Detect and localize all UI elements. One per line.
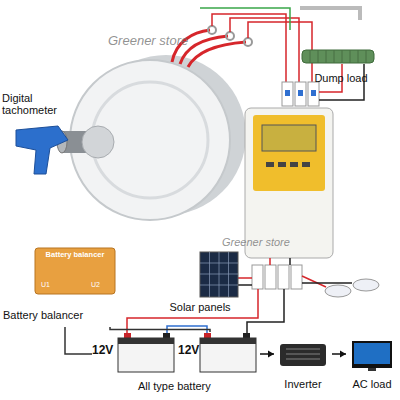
tv-stand xyxy=(368,368,376,371)
component-box: AC load xyxy=(346,338,398,396)
bulb xyxy=(353,279,379,291)
balancer-device xyxy=(35,248,115,294)
controller-button xyxy=(278,162,286,167)
battery-terminal xyxy=(243,333,250,338)
series-wire xyxy=(167,326,207,333)
inverter-device xyxy=(280,344,326,366)
wire xyxy=(289,258,291,265)
arrow-head xyxy=(340,350,346,357)
wire-connector xyxy=(110,327,210,332)
wire xyxy=(302,282,352,284)
wire xyxy=(238,284,252,286)
tachometer-gun xyxy=(16,126,68,174)
battery-terminal xyxy=(124,333,131,338)
breaker-switch xyxy=(285,90,290,96)
component-label: AC load xyxy=(346,378,398,390)
phase-wire xyxy=(188,42,246,67)
controller-button xyxy=(302,162,310,167)
breaker xyxy=(295,82,306,106)
component-label: U1 xyxy=(41,281,61,289)
battery-terminal xyxy=(163,333,170,338)
component-label: Battery balancer xyxy=(35,251,115,259)
watermark: Greener store xyxy=(222,236,290,248)
breaker xyxy=(252,265,263,289)
wire xyxy=(247,289,284,333)
wire xyxy=(230,18,299,82)
battery-lid xyxy=(118,338,174,344)
bulb xyxy=(325,285,351,297)
component-label: 12V xyxy=(92,344,118,357)
component-box: Solar panels xyxy=(150,250,250,318)
wire xyxy=(269,258,271,265)
breaker-switch xyxy=(311,90,316,96)
arrow-head xyxy=(268,350,274,357)
component-label: 12V xyxy=(178,344,200,357)
wire xyxy=(200,8,290,30)
controller-button xyxy=(266,162,274,167)
ring-terminal xyxy=(208,26,216,34)
component-box: Digital tachometer xyxy=(2,92,74,180)
component-label: Inverter xyxy=(274,378,332,390)
breaker xyxy=(282,82,293,106)
breaker xyxy=(265,265,276,289)
component-label: Digital tachometer xyxy=(2,92,68,116)
controller-button xyxy=(290,162,298,167)
ring-terminal xyxy=(244,38,252,46)
wire-connector xyxy=(65,327,92,354)
component-label: U2 xyxy=(91,281,111,289)
battery-lid xyxy=(200,338,256,344)
component-box: Battery balancerU1U2Battery balancer xyxy=(3,245,120,327)
panel-grid xyxy=(200,252,238,297)
ring-terminal xyxy=(226,32,234,40)
component-box: 12V xyxy=(92,332,178,376)
caption-label: All type battery xyxy=(138,380,211,392)
component-label: Dump load xyxy=(295,72,387,84)
tv-screen xyxy=(354,343,390,364)
battery xyxy=(200,338,256,372)
cable xyxy=(300,8,360,20)
component-label: Solar panels xyxy=(150,301,250,313)
breaker xyxy=(308,82,319,106)
battery xyxy=(118,338,174,372)
tv xyxy=(352,341,392,368)
component-label: Battery balancer xyxy=(3,309,118,321)
resistor-coil xyxy=(310,50,366,63)
battery-terminal xyxy=(204,333,211,338)
breaker xyxy=(278,265,289,289)
watermark: Greener store xyxy=(108,34,188,48)
component-box: Inverter xyxy=(274,340,332,396)
charge-controller xyxy=(245,108,333,258)
generator-hub xyxy=(82,126,114,158)
controller-panel xyxy=(253,115,325,191)
wire xyxy=(238,277,252,279)
breaker-switch xyxy=(298,90,303,96)
component-box: Dump load xyxy=(295,42,387,92)
wire xyxy=(212,14,286,82)
inverter-fins xyxy=(286,349,320,359)
solar-panel xyxy=(200,252,238,297)
breaker xyxy=(291,265,302,289)
flow-arrow xyxy=(260,353,274,355)
resistor-symbol xyxy=(302,50,374,63)
wire xyxy=(302,276,326,287)
flow-arrow xyxy=(332,353,346,355)
controller-screen xyxy=(262,125,316,151)
generator-face xyxy=(70,60,230,220)
component-box: 12V xyxy=(178,332,260,376)
